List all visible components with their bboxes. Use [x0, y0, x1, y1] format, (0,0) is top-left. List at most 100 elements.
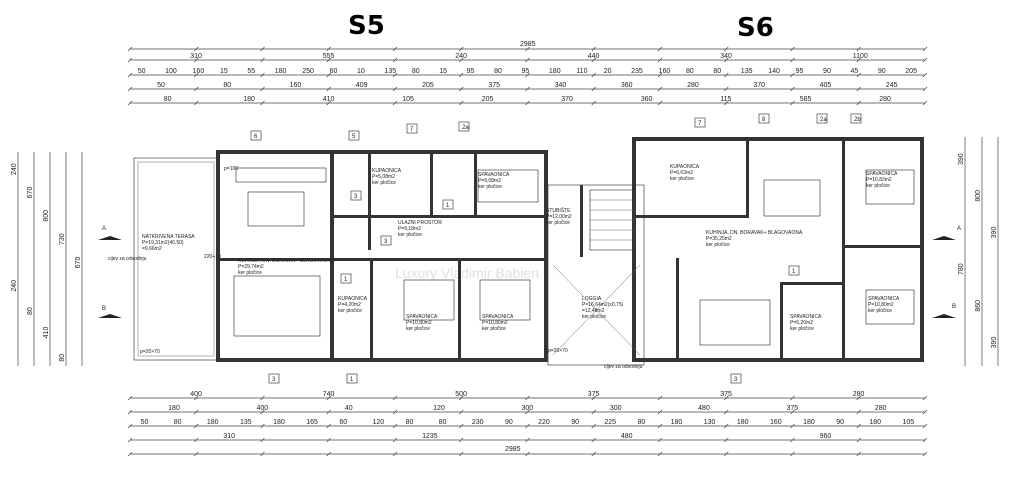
dim-tick [591, 423, 596, 429]
dim-tick [392, 57, 398, 63]
dim-tick [127, 46, 133, 52]
section-mark-b-right: B [952, 304, 956, 310]
dim-tick [525, 395, 530, 401]
top-row2-dim-16: 110 [576, 68, 587, 75]
dim-tick [326, 100, 331, 106]
top-row2-dim-11: 15 [439, 68, 447, 75]
dim-tick [194, 437, 199, 443]
dim-tick [459, 423, 464, 429]
left-dim-1: 670 [27, 187, 34, 199]
tag-box [340, 273, 352, 284]
dim-tick [326, 86, 331, 92]
bottom-row2-dim-8: 80 [406, 419, 414, 426]
dim-tick [657, 423, 663, 429]
room-labels: NATKRIVENA TERASAP=19,31m2(40,50)=9,66m2… [142, 164, 900, 332]
dim-tick [459, 72, 464, 78]
dim-tick [724, 57, 729, 63]
dim-tick [790, 57, 795, 63]
bottom-row2-dim-19: 160 [770, 419, 782, 426]
room-area-2: P=5,08m2 [372, 174, 395, 180]
room-name-1: KUHINJA, DN. BORAVAK+ BLAGOVAONA [238, 258, 335, 264]
bottom-row1-dim-1: 1235 [422, 433, 438, 440]
dim-tick [591, 437, 596, 443]
dim-tick [856, 451, 861, 457]
bottom-row2-dim-10: 230 [472, 419, 484, 426]
dim-tick [326, 451, 331, 457]
dim-tick [724, 395, 729, 401]
dim-tick [392, 409, 398, 415]
dim-tick [922, 46, 928, 52]
top-row2-dim-5: 180 [275, 68, 287, 75]
room-area-9: P=16,64m2(x0,75) [582, 302, 624, 308]
tag-15: 3 [272, 377, 276, 383]
top-row4-dim-0: 80 [164, 96, 172, 103]
room-area-5: P=4,20m2 [338, 302, 361, 308]
bottom-row4-dim-1: 400 [257, 405, 269, 412]
dim-tick [326, 395, 331, 401]
tag-1: 5 [352, 134, 356, 140]
dim-tick [922, 72, 928, 78]
dim-tick [326, 423, 331, 429]
dim-tick [260, 57, 265, 63]
room-name-10: KUPAONICA [670, 164, 700, 170]
dim-tick [127, 72, 133, 78]
dim-tick [591, 409, 596, 415]
top-row4-dim-1: 180 [243, 96, 255, 103]
top-row3-dim-10: 405 [820, 82, 832, 89]
bottom-row2-dim-22: 180 [869, 419, 881, 426]
dim-tick [790, 409, 795, 415]
dim-tick [790, 395, 795, 401]
dim-tick [591, 100, 596, 106]
top-row2-dim-26: 45 [850, 68, 858, 75]
dim-tick [392, 86, 398, 92]
top-row2-dim-21: 80 [713, 68, 721, 75]
bottom-row3-dim-4: 375 [720, 391, 732, 398]
dim-tick [392, 100, 398, 106]
dim-tick [260, 423, 265, 429]
bottom-row3-dim-5: 280 [853, 391, 865, 398]
room-floor-11: ker pločice [706, 242, 730, 248]
dim-tick [127, 451, 133, 457]
top-row2-dim-12: 95 [467, 68, 475, 75]
bottom-row4-dim-3: 120 [433, 405, 445, 412]
tag-box [850, 113, 862, 124]
room-area-6: P=10,80m2 [406, 320, 432, 326]
bottom-row4-dim-8: 280 [875, 405, 887, 412]
section-mark-a-left: A [102, 226, 106, 232]
bottom-row2-dim-14: 225 [604, 419, 616, 426]
dim-tick [856, 437, 861, 443]
dim-tick [459, 395, 464, 401]
dim-tick [724, 451, 729, 457]
dim-tick [922, 451, 928, 457]
dim-tick [790, 72, 795, 78]
room-area-3: P=9,08m2 [478, 178, 501, 184]
bottom-row4-dim-5: 300 [610, 405, 622, 412]
room-name-12: SPAVAONICA [866, 171, 898, 177]
tag-9: 1 [344, 277, 348, 283]
dim-tick [657, 46, 663, 52]
bottom-row2-dim-7: 120 [372, 419, 384, 426]
dim-tick [724, 437, 729, 443]
room-name-14: SPAVAONICA [868, 296, 900, 302]
terrace-opening-label: p=20×70 [140, 349, 160, 355]
dim-tick [657, 409, 663, 415]
top-row2-dim-23: 140 [768, 68, 780, 75]
bottom-row4-dim-2: 40 [345, 405, 353, 412]
dim-tick [657, 72, 663, 78]
dim-tick [194, 72, 199, 78]
bottom-row2-dim-13: 90 [571, 419, 579, 426]
tag-4: 3 [354, 194, 358, 200]
dim-tick [724, 409, 729, 415]
dim-tick [724, 46, 729, 52]
top-row2-dim-25: 90 [823, 68, 831, 75]
room-floor-14: ker pločice [868, 308, 892, 314]
dim-tick [591, 72, 596, 78]
bottom-row2-dim-15: 80 [637, 419, 645, 426]
dim-tick [127, 100, 133, 106]
top-row3-dim-3: 409 [356, 82, 368, 89]
